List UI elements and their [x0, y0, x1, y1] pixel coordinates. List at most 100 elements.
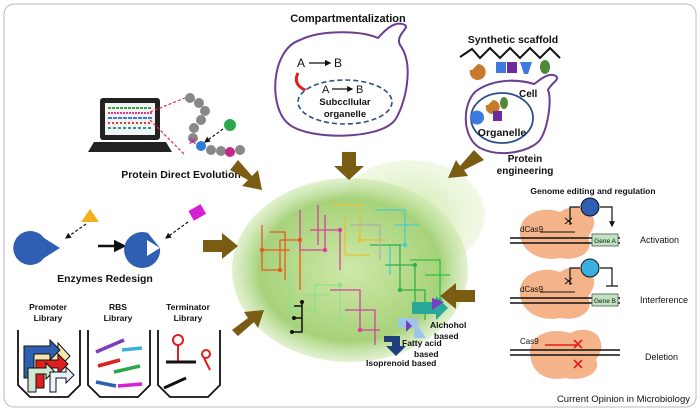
promoter-label-2: Library: [34, 313, 63, 323]
organelle-enzyme-green: [500, 97, 508, 109]
scaffold-enzyme-cup: [520, 62, 532, 74]
rbs-bar-blue: [95, 380, 117, 388]
row1-outcome: Activation: [640, 235, 679, 245]
organelle-enzyme-blue: [470, 110, 484, 125]
row3-outcome: Deletion: [645, 352, 678, 362]
alcohol-label-1: Alchohol: [430, 320, 466, 330]
isoprenoid-product-arrow: [384, 336, 406, 356]
libraries-panel: Promoter Library RBS Library Terminator …: [17, 302, 221, 398]
subcellular-organelle: [297, 79, 393, 125]
cas9-protein-2: [519, 267, 595, 319]
rbs-label-1: RBS: [109, 302, 127, 312]
zoom-line-top: [149, 97, 186, 113]
scaffold-enzyme-orange: [469, 64, 486, 80]
cell-body: [232, 178, 468, 362]
alcohol-label-2: based: [434, 331, 459, 341]
figure-frame: [3, 3, 697, 408]
row1-protein: dCas9: [520, 225, 544, 234]
rbs-bar-cyan: [121, 346, 143, 352]
isoprenoid-label: Isoprenoid based: [366, 358, 436, 368]
organelle-b-label: B: [356, 84, 363, 96]
substrate-arrow-1: [65, 223, 87, 239]
crispr-row-activation: Gene A dCas9 Activation: [510, 197, 679, 259]
compartmentalization-panel: Compartmentalization A B A B Subccllular…: [274, 13, 409, 137]
arrow-from-top: [334, 152, 364, 180]
row3-protein: Cas9: [520, 337, 539, 346]
row2-protein: dCas9: [520, 285, 544, 294]
arrow-from-left: [203, 233, 238, 259]
svg-text:✕: ✕: [226, 147, 235, 159]
protein-engineering-line2: engineering: [497, 166, 554, 177]
terminator-dna-2: [163, 376, 187, 390]
scaffold-chain: [459, 46, 561, 60]
organelle-enzyme-purple: [493, 111, 502, 121]
gene-a-label: Gene A: [594, 238, 616, 245]
organelle-label-line1: Subccllular: [319, 97, 371, 108]
enzymes-panel: Enzymes Redesign: [13, 204, 207, 285]
zoom-line-bottom: [149, 119, 186, 156]
arrow-from-bottom-left: [232, 310, 264, 336]
rbs-label-2: Library: [104, 313, 133, 323]
rbs-bar-purple: [95, 338, 125, 354]
scaffold-enzyme-purple: [507, 62, 517, 73]
repressor-domain: [580, 258, 600, 278]
enzymes-title: Enzymes Redesign: [57, 273, 153, 285]
cas9-protein-1: [519, 207, 595, 259]
alcohol-bowtie: [432, 298, 444, 310]
rbs-bar-magenta: [117, 382, 143, 388]
square-substrate-icon: [188, 204, 207, 221]
triangle-substrate-icon: [81, 209, 99, 222]
scaffold-panel: Synthetic scaffold Cell Organelle Protei…: [459, 34, 561, 177]
organelle-label-line2: organelle: [324, 109, 366, 120]
enzyme-pacman-redesigned: [124, 232, 161, 269]
compartment-b-label: B: [334, 56, 342, 70]
rbs-tube-icon: [87, 330, 151, 398]
promoter-label-1: Promoter: [29, 302, 67, 312]
evolution-panel: ✕ ✕ Protein Direct Evolution: [88, 93, 245, 181]
library-tube-icon: [17, 330, 81, 398]
protein-chain-icon: ✕ ✕: [185, 93, 245, 159]
scaffold-enzyme-green: [540, 60, 550, 74]
gene-b-label: Gene B: [594, 298, 616, 305]
svg-text:✕: ✕: [188, 136, 197, 148]
fatty-acid-bowtie: [406, 320, 412, 332]
enzyme-pacman-icon: [13, 231, 61, 266]
evolution-title: Protein Direct Evolution: [121, 169, 241, 181]
flow-arrows: [203, 150, 484, 336]
scaffold-title: Synthetic scaffold: [468, 34, 558, 46]
crispr-row-deletion: Cas9 Deletion: [510, 329, 678, 379]
compartment-title: Compartmentalization: [290, 13, 406, 25]
fatty-acid-label-2: based: [414, 349, 439, 359]
crispr-row-interference: Gene B dCas9 Interference: [510, 258, 688, 319]
arrow-from-right: [440, 283, 475, 309]
terminator-tube-icon: [157, 330, 221, 398]
fatty-acid-label-1: Fatty acid: [402, 338, 442, 348]
arrow-from-top-left: [230, 160, 262, 190]
terminator-label-1: Terminator: [166, 302, 210, 312]
rbs-bar-green: [113, 364, 141, 374]
organelle-a-label: A: [322, 84, 330, 96]
products-panel: Alchohol based Fatty acid based Isopreno…: [366, 296, 466, 368]
terminator-stem-2: [203, 357, 211, 371]
terminator-loop-2: [201, 349, 211, 359]
row2-outcome: Interference: [640, 295, 688, 305]
scaffold-enzyme-blue: [496, 62, 506, 73]
compartment-a-label: A: [297, 56, 305, 70]
organelle-enzyme-orange: [485, 100, 500, 114]
gene-a-box: [591, 233, 619, 247]
crispr-panel: Genome editing and regulation Gene A dCa…: [510, 186, 688, 379]
substrate-arrow-2: [165, 221, 189, 239]
scaffold-cell-label: Cell: [519, 89, 538, 100]
protein-engineering-line1: Protein: [508, 154, 542, 165]
activator-domain: [580, 197, 600, 217]
scaffold-organelle-label: Organelle: [478, 127, 527, 139]
crispr-title: Genome editing and regulation: [530, 186, 655, 196]
terminator-loop-1: [172, 334, 184, 346]
sequence-lines: [108, 107, 152, 129]
rbs-bar-red: [97, 358, 121, 368]
promoter-arrow-red: [35, 352, 69, 389]
gene-b-box: [591, 293, 619, 307]
central-cell: [232, 160, 485, 362]
